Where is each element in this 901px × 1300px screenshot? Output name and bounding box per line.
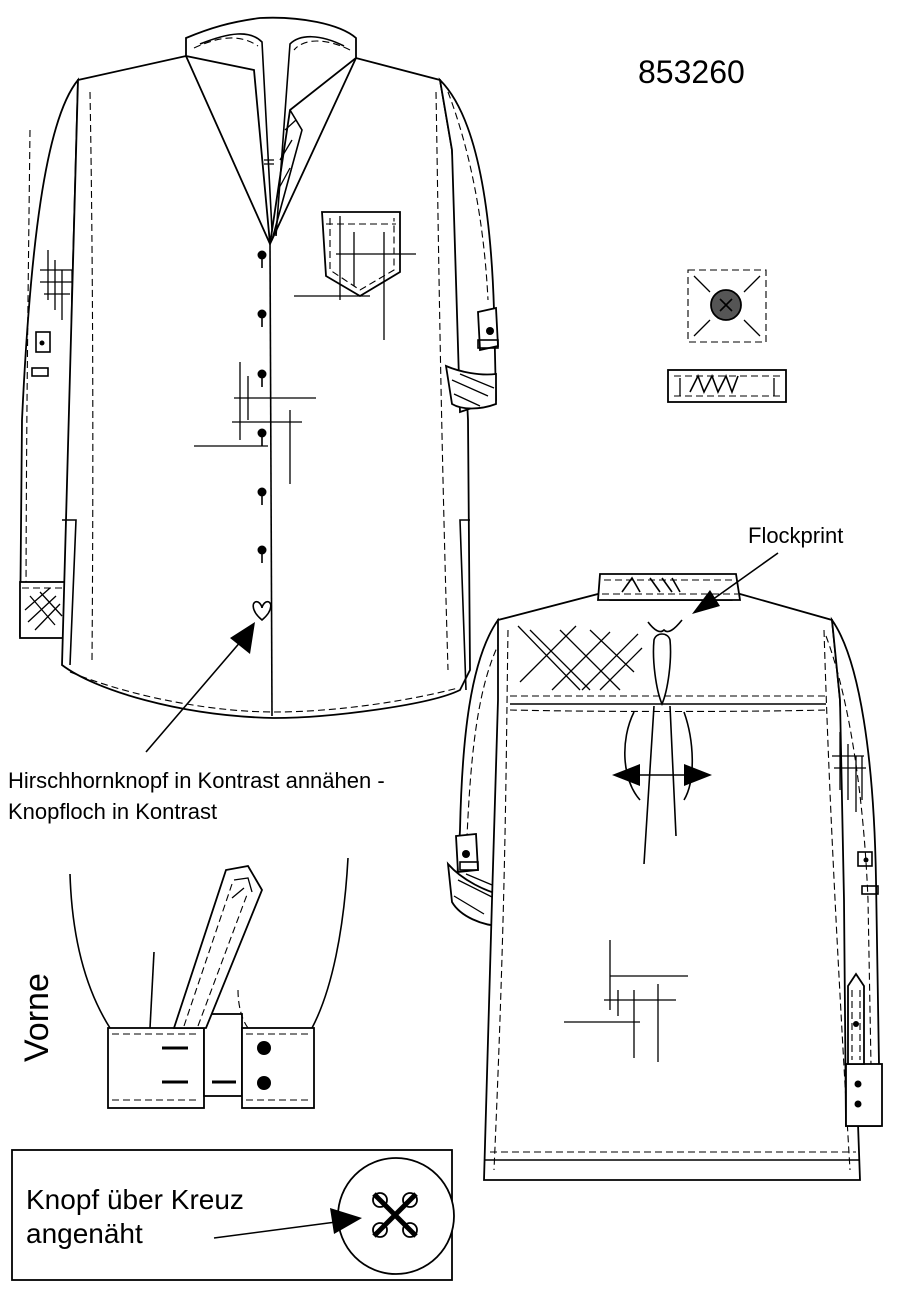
- style-number: 853260: [638, 54, 745, 90]
- front-left-sleeve: [19, 77, 79, 637]
- cross-stitch-line1: Knopf über Kreuz: [26, 1184, 244, 1215]
- front-view: [19, 16, 499, 753]
- front-buttons: [252, 250, 272, 622]
- front-left-cuff: [19, 581, 69, 639]
- left-sleeve-print: [40, 250, 78, 322]
- button-note-line2: Knopfloch in Kontrast: [8, 799, 218, 824]
- arrow-to-large-button: [213, 1208, 362, 1239]
- cuff-band-left: [107, 1027, 205, 1109]
- arrow-to-button: [145, 622, 255, 753]
- cuff-band-right: [241, 1027, 315, 1109]
- shoulder-tab-detail: [687, 269, 767, 343]
- cuff-button-1: [257, 1041, 271, 1055]
- back-sleeve-print: [832, 732, 866, 812]
- roll-up-tab: [172, 865, 264, 1029]
- cuff-button-2: [257, 1076, 271, 1090]
- heart-button: [252, 600, 272, 622]
- flockprint-label: Flockprint: [748, 523, 844, 548]
- back-body: [483, 593, 861, 1181]
- yoke-print: [517, 625, 643, 691]
- arrow-to-flockprint: [692, 552, 779, 614]
- back-right-cuff: [845, 1063, 883, 1127]
- width-arrow: [612, 764, 712, 786]
- back-view: [446, 552, 883, 1181]
- cross-stitch-line2: angenäht: [26, 1218, 143, 1249]
- front-collar: [185, 16, 357, 245]
- cross-stitch-box: [11, 1149, 455, 1281]
- button-note-line1: Hirschhornknopf in Kontrast annähen -: [8, 768, 385, 793]
- cuff-detail: [69, 857, 349, 1109]
- back-body-print: [564, 940, 688, 1062]
- front-body-print: [194, 362, 316, 484]
- view-label: Vorne: [18, 973, 56, 1062]
- woven-label: [667, 369, 787, 403]
